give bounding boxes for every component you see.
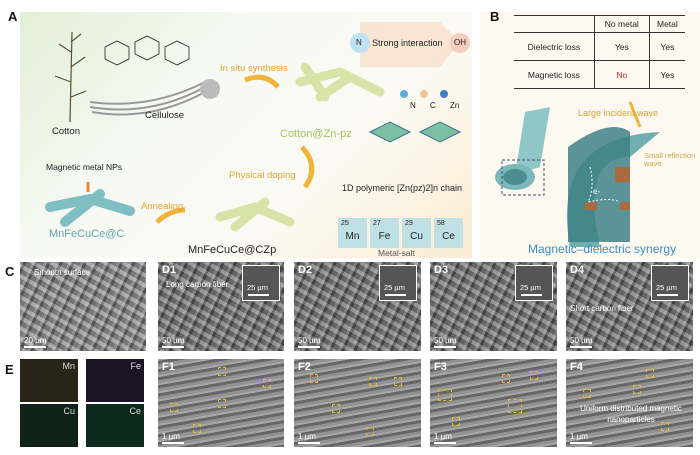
- panel-a-schematic: Cotton Cellulose In situ synthesis Stron…: [20, 12, 472, 258]
- cellulose-structure-icon: [104, 35, 190, 66]
- annealing-label: Annealing: [141, 201, 184, 212]
- cotton-label: Cotton: [52, 126, 80, 137]
- interaction-arrow: [360, 22, 460, 67]
- sem-image-c: Smooth surface 20 µm: [20, 262, 146, 351]
- scale-bar: 50 µm: [298, 336, 320, 348]
- inset-image: 25 µm: [379, 265, 417, 301]
- precursor-fiber: [215, 197, 295, 232]
- scale-bar: 50 µm: [162, 336, 184, 348]
- cotton-zn-pz-label: Cotton@Zn-pz: [280, 128, 352, 140]
- edx-map-mn: Mn: [20, 359, 78, 402]
- short-carbon-fiber-note: Short carbon fiber: [570, 304, 634, 313]
- inset-image: 25 µm: [515, 265, 553, 301]
- cellulose-fiber-icon: [89, 81, 206, 116]
- arrow-annealing: [155, 207, 186, 224]
- cotton-zn-fiber: [295, 62, 385, 102]
- sem-image-f2: F2 1 µm: [294, 359, 421, 447]
- small-reflection-wave-label: Small reflection wave: [644, 151, 696, 168]
- smooth-surface-note: Smooth surface: [34, 268, 91, 277]
- panel-label-a: A: [8, 9, 18, 24]
- sem-image-f3: F3 1 µm: [430, 359, 557, 447]
- scale-bar: 1 µm: [162, 432, 184, 444]
- magnetic-nps-label: Magnetic metal NPs: [46, 162, 123, 172]
- legend-zn: Zn: [450, 101, 460, 110]
- zn-pz-chain-icon: [368, 121, 462, 143]
- product-label: MnFeCuCe@C: [49, 228, 125, 240]
- scale-bar: 20 µm: [24, 336, 46, 348]
- oh-group-label: OH: [454, 38, 466, 47]
- arrow-physical-doping: [300, 145, 315, 189]
- sem-image-f1: F1 1 µm: [158, 359, 284, 447]
- sem-image-d4: D4 Short carbon fiber 25 µm 50 µm: [566, 262, 693, 351]
- synergy-caption: Magnetic–dielectric synergy: [528, 242, 677, 256]
- strong-interaction-label: Strong interaction: [372, 38, 443, 48]
- cotton-plant-icon: [54, 31, 87, 123]
- sem-image-d2: D2 25 µm 50 µm: [294, 262, 421, 351]
- scale-bar: 50 µm: [570, 336, 592, 348]
- n-atom-label: N: [356, 38, 362, 47]
- scale-bar: 1 µm: [298, 432, 320, 444]
- incident-wave-arrow: [628, 101, 642, 128]
- oh-highlight: [450, 33, 470, 53]
- edx-map-ce: Ce: [86, 404, 144, 447]
- electron-label: e-: [593, 187, 601, 196]
- edx-map-cu: Cu: [20, 404, 78, 447]
- legend-n: N: [410, 101, 416, 110]
- sem-image-d1: D1 Long carbon fiber 25 µm 50 µm: [158, 262, 284, 351]
- metal-salt-label: Metal-salt: [378, 248, 415, 258]
- panel-label-c: C: [5, 264, 15, 279]
- inset-image: 25 µm: [242, 265, 280, 301]
- fiber-bundle-end: [200, 79, 220, 99]
- sem-image-d3: D3 25 µm 50 µm: [430, 262, 557, 351]
- physical-doping-label: Physical doping: [229, 170, 296, 181]
- uniform-nps-note: Uniform distributed magnetic nanoparticl…: [580, 404, 682, 424]
- precursor-label: MnFeCuCe@CZp: [188, 244, 277, 256]
- long-carbon-fiber-note: Long carbon fiber: [166, 280, 229, 289]
- tube-illustration: [495, 101, 660, 247]
- schematic-graphics: [45, 22, 470, 232]
- mnfecuce-carbon-fiber: [45, 189, 135, 227]
- n-highlight: [350, 33, 370, 53]
- scale-bar: 1 µm: [570, 432, 592, 444]
- panel-label-b: B: [490, 9, 500, 24]
- cellulose-label: Cellulose: [145, 110, 185, 121]
- chain-label: 1D polymeric [Zn(pz)2]n chain: [342, 183, 463, 193]
- in-situ-label: In situ synthesis: [220, 63, 288, 74]
- scale-bar: 50 µm: [434, 336, 456, 348]
- arrow-in-situ: [244, 74, 280, 89]
- inset-image: 25 µm: [651, 265, 689, 301]
- large-incident-wave-label: Large incident wave: [578, 108, 659, 118]
- panel-label-e: E: [5, 362, 14, 377]
- legend-c: C: [430, 101, 436, 110]
- edx-map-fe: Fe: [86, 359, 144, 402]
- sem-image-f4: F4 Uniform distributed magnetic nanopart…: [566, 359, 693, 447]
- scale-bar: 1 µm: [434, 432, 456, 444]
